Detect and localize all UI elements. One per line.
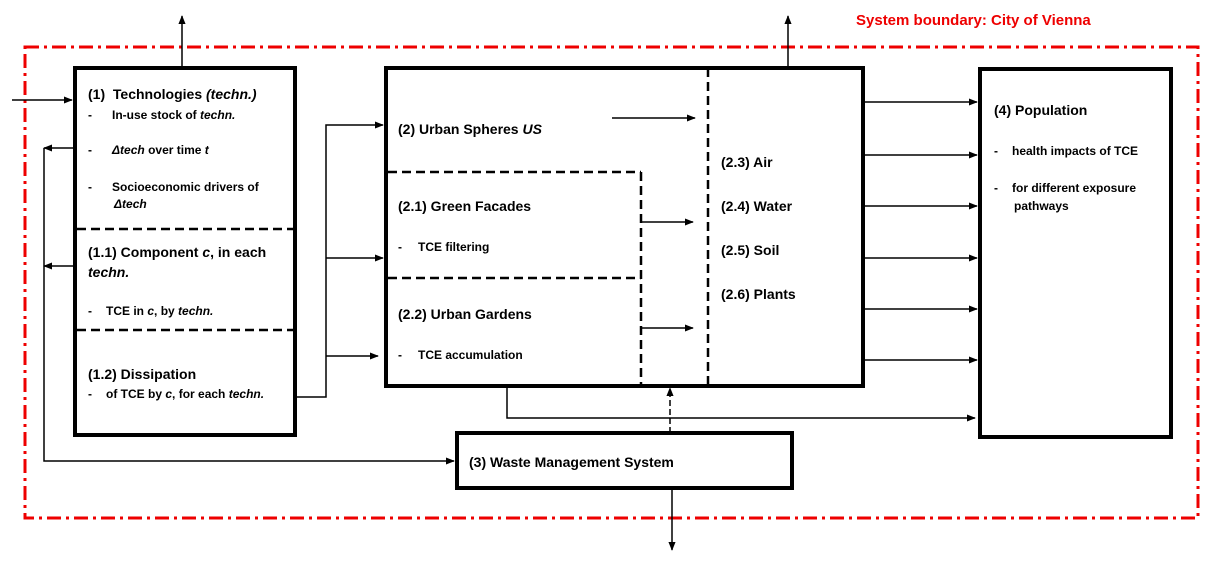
media-plants: (2.6) Plants — [721, 286, 796, 302]
box-urban-spheres — [384, 66, 865, 388]
arrow-dissipation-to-us — [295, 121, 384, 398]
box2-title: (2) Urban Spheres US — [398, 121, 542, 137]
media-water: (2.4) Water — [721, 198, 793, 214]
box1-item-3-line2: Δtech — [114, 197, 147, 211]
box1-title: (1) Technologies (techn.) — [88, 86, 257, 102]
system-boundary-frame — [23, 45, 1200, 520]
box3-title: (3) Waste Management System — [469, 454, 674, 470]
box4-item-2-line2: pathways — [1014, 199, 1069, 213]
arrow-us-to-population — [506, 386, 976, 422]
box1-item-3: -Socioeconomic drivers of — [88, 180, 259, 194]
box2-2-item: -TCE accumulation — [398, 348, 523, 362]
box1-item-1: -In-use stock of techn. — [88, 108, 236, 122]
box4-item-1: -health impacts of TCE — [994, 144, 1139, 158]
box-technologies — [73, 66, 297, 437]
box1-2-item: -of TCE by c, for each techn. — [88, 387, 265, 401]
box1-2-title: (1.2) Dissipation — [88, 366, 197, 382]
box2-2-title: (2.2) Urban Gardens — [398, 306, 532, 322]
arrow-box1-to-waste — [43, 148, 455, 465]
box1-1-title: (1.1) Component c, in each — [88, 244, 267, 260]
box-population — [978, 67, 1173, 439]
system-boundary-label: System boundary: City of Vienna — [856, 12, 1091, 29]
box1-1-item: -TCE in c, by techn. — [88, 304, 214, 318]
media-soil: (2.5) Soil — [721, 242, 780, 258]
box4-title: (4) Population — [994, 102, 1088, 118]
box-waste-management — [455, 431, 794, 490]
box4-item-2: -for different exposure — [994, 181, 1137, 195]
box2-1-title: (2.1) Green Facades — [398, 198, 532, 214]
media-air: (2.3) Air — [721, 154, 773, 170]
box1-1-title-line2: techn. — [88, 264, 130, 280]
box2-1-item: -TCE filtering — [398, 240, 490, 254]
box1-item-2: -Δtech over time t — [88, 143, 209, 157]
